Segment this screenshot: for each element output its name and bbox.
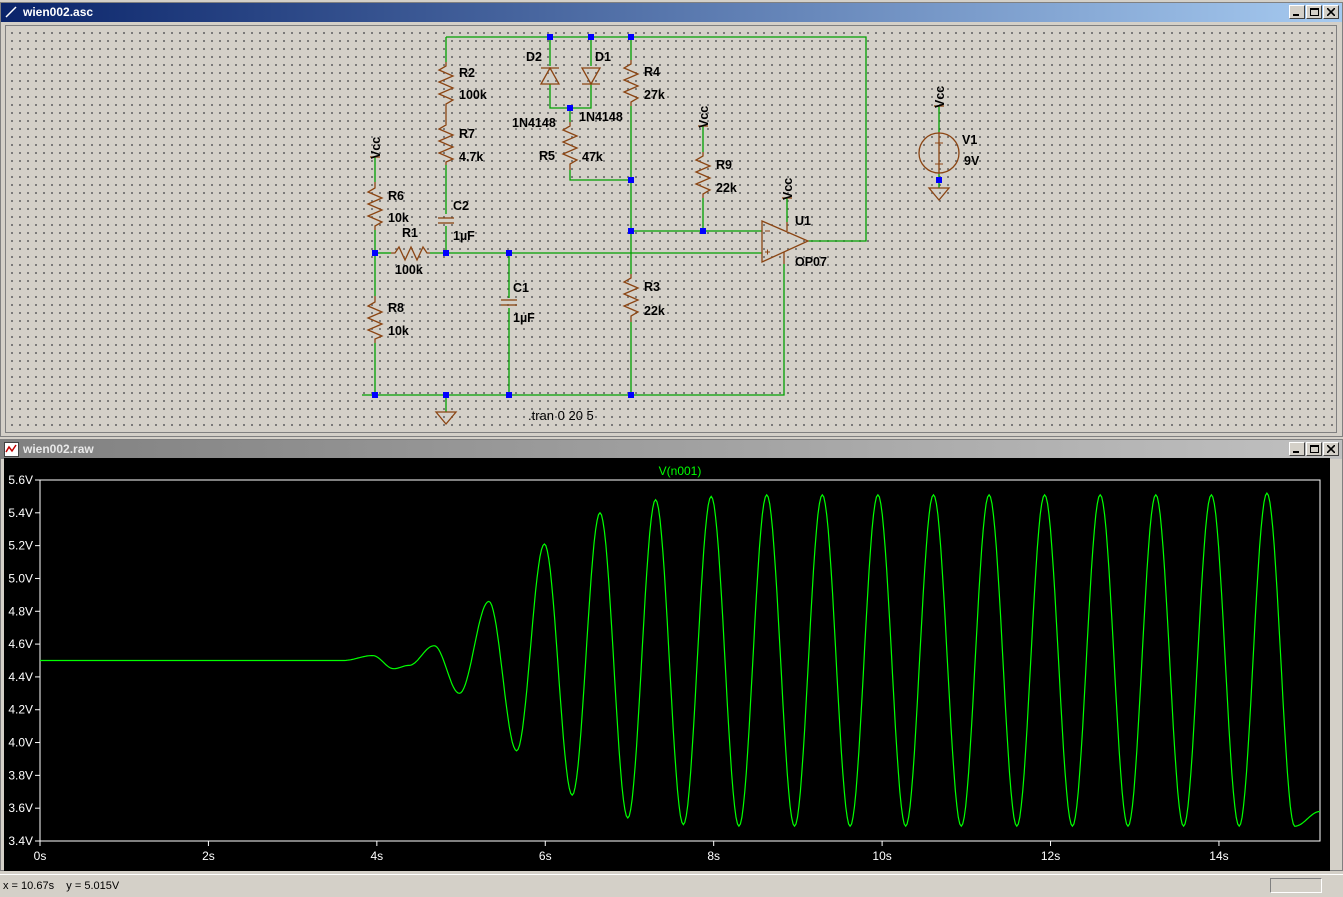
right-scrollbar[interactable] xyxy=(1330,575,1343,675)
waveform-window-title: wien002.raw xyxy=(23,442,94,456)
minimize-icon xyxy=(1293,14,1299,16)
r1-label: R1 xyxy=(402,226,418,240)
r3-resistor xyxy=(622,274,640,322)
c2-value: 1µF xyxy=(453,229,475,243)
r6-value: 10k xyxy=(388,211,409,225)
y-tick-label: 5.6V xyxy=(8,473,33,487)
r8-value: 10k xyxy=(388,324,409,338)
minimize-icon xyxy=(1293,451,1299,453)
vcc-label-u1: Vcc xyxy=(781,178,795,200)
r5-label: R5 xyxy=(539,149,555,163)
x-tick-label: 0s xyxy=(34,849,47,863)
close-button[interactable] xyxy=(1323,5,1339,19)
r5-value: 47k xyxy=(582,150,603,164)
minimize-button[interactable] xyxy=(1289,5,1305,19)
waveform-app-icon xyxy=(4,442,19,457)
x-tick-label: 8s xyxy=(707,849,720,863)
r2-resistor xyxy=(437,62,455,110)
status-panel xyxy=(1270,878,1322,893)
r4-value: 27k xyxy=(644,88,665,102)
d1-value: 1N4148 xyxy=(579,110,623,124)
d2-value: 1N4148 xyxy=(512,116,556,130)
r9-resistor xyxy=(694,152,712,198)
r4-resistor xyxy=(622,60,640,106)
r7-value: 4.7k xyxy=(459,150,483,164)
trace-vn001 xyxy=(40,491,1321,828)
r8-label: R8 xyxy=(388,301,404,315)
close-icon xyxy=(1327,445,1335,453)
vcc-label-v1: Vcc xyxy=(933,86,947,108)
y-tick-label: 5.2V xyxy=(8,539,33,553)
maximize-icon xyxy=(1309,445,1319,453)
y-tick-label: 4.6V xyxy=(8,637,33,651)
r6-resistor xyxy=(366,182,384,230)
ground-symbol-v1 xyxy=(927,187,951,202)
d2-diode xyxy=(539,66,561,85)
waveform-plot[interactable]: 3.4V 3.6V 3.8V 4.0V 4.2V 4.4V 4.6V 4.8V 5.0V 5.2V… xyxy=(4,458,1330,871)
u1-value: OP07 xyxy=(795,255,827,269)
y-tick-label: 3.8V xyxy=(8,768,33,782)
schematic-window[interactable]: wien002.asc xyxy=(0,2,1343,437)
vcc-label-r9: Vcc xyxy=(697,106,711,128)
cursor-readout: x = 10.67s y = 5.015V xyxy=(3,880,120,892)
r3-value: 22k xyxy=(644,304,665,318)
u1-label: U1 xyxy=(795,214,811,228)
r1-resistor xyxy=(391,245,430,262)
x-tick-label: 14s xyxy=(1209,849,1228,863)
r9-value: 22k xyxy=(716,181,737,195)
trace-title: V(n001) xyxy=(659,464,702,478)
vcc-label-r6: Vcc xyxy=(369,137,383,159)
schematic-canvas[interactable]: R2 100k R7 4.7k C2 1µF R6 10k R1 100k R8… xyxy=(5,25,1337,433)
r1-value: 100k xyxy=(395,263,423,277)
r2-value: 100k xyxy=(459,88,487,102)
d2-label: D2 xyxy=(526,50,542,64)
maximize-button[interactable] xyxy=(1306,5,1322,19)
schematic-titlebar[interactable]: wien002.asc xyxy=(1,3,1342,22)
r7-label: R7 xyxy=(459,127,475,141)
close-icon xyxy=(1327,8,1335,16)
waveform-plot-area[interactable]: 3.4V 3.6V 3.8V 4.0V 4.2V 4.4V 4.6V 4.8V 5.0V 5.2V… xyxy=(4,458,1330,871)
r6-label: R6 xyxy=(388,189,404,203)
v1-label: V1 xyxy=(962,133,977,147)
r8-resistor xyxy=(366,296,384,343)
maximize-icon xyxy=(1309,8,1319,16)
y-tick-label: 3.6V xyxy=(8,801,33,815)
r5-resistor xyxy=(561,122,579,170)
y-tick-label: 5.0V xyxy=(8,571,33,585)
waveform-titlebar[interactable]: wien002.raw xyxy=(1,440,1342,459)
schematic-window-title: wien002.asc xyxy=(23,5,94,19)
r9-label: R9 xyxy=(716,158,732,172)
opamp-u1 xyxy=(761,220,810,264)
r3-label: R3 xyxy=(644,280,660,294)
v1-value: 9V xyxy=(964,154,980,168)
r4-label: R4 xyxy=(644,65,660,79)
status-bar: x = 10.67s y = 5.015V xyxy=(0,874,1343,897)
c1-label: C1 xyxy=(513,281,529,295)
y-tick-label: 4.8V xyxy=(8,604,33,618)
d1-diode xyxy=(580,67,602,86)
schematic-app-icon xyxy=(4,5,19,20)
r7-resistor xyxy=(437,121,455,165)
y-tick-label: 4.2V xyxy=(8,703,33,717)
c2-label: C2 xyxy=(453,199,469,213)
y-tick-label: 4.4V xyxy=(8,670,33,684)
y-tick-label: 4.0V xyxy=(8,736,33,750)
r2-label: R2 xyxy=(459,66,475,80)
minimize-button[interactable] xyxy=(1289,442,1305,456)
c1-value: 1µF xyxy=(513,311,535,325)
maximize-button[interactable] xyxy=(1306,442,1322,456)
y-tick-label: 5.4V xyxy=(8,506,33,520)
x-tick-label: 12s xyxy=(1041,849,1060,863)
ground-symbol xyxy=(434,411,458,426)
d1-label: D1 xyxy=(595,50,611,64)
tran-directive[interactable]: .tran 0 20 5 xyxy=(528,408,594,423)
y-tick-label: 3.4V xyxy=(8,834,33,848)
close-button[interactable] xyxy=(1323,442,1339,456)
x-tick-label: 2s xyxy=(202,849,215,863)
x-tick-label: 4s xyxy=(370,849,383,863)
x-tick-label: 6s xyxy=(539,849,552,863)
schematic-drawing: R2 100k R7 4.7k C2 1µF R6 10k R1 100k R8… xyxy=(362,34,980,426)
x-tick-label: 10s xyxy=(872,849,891,863)
